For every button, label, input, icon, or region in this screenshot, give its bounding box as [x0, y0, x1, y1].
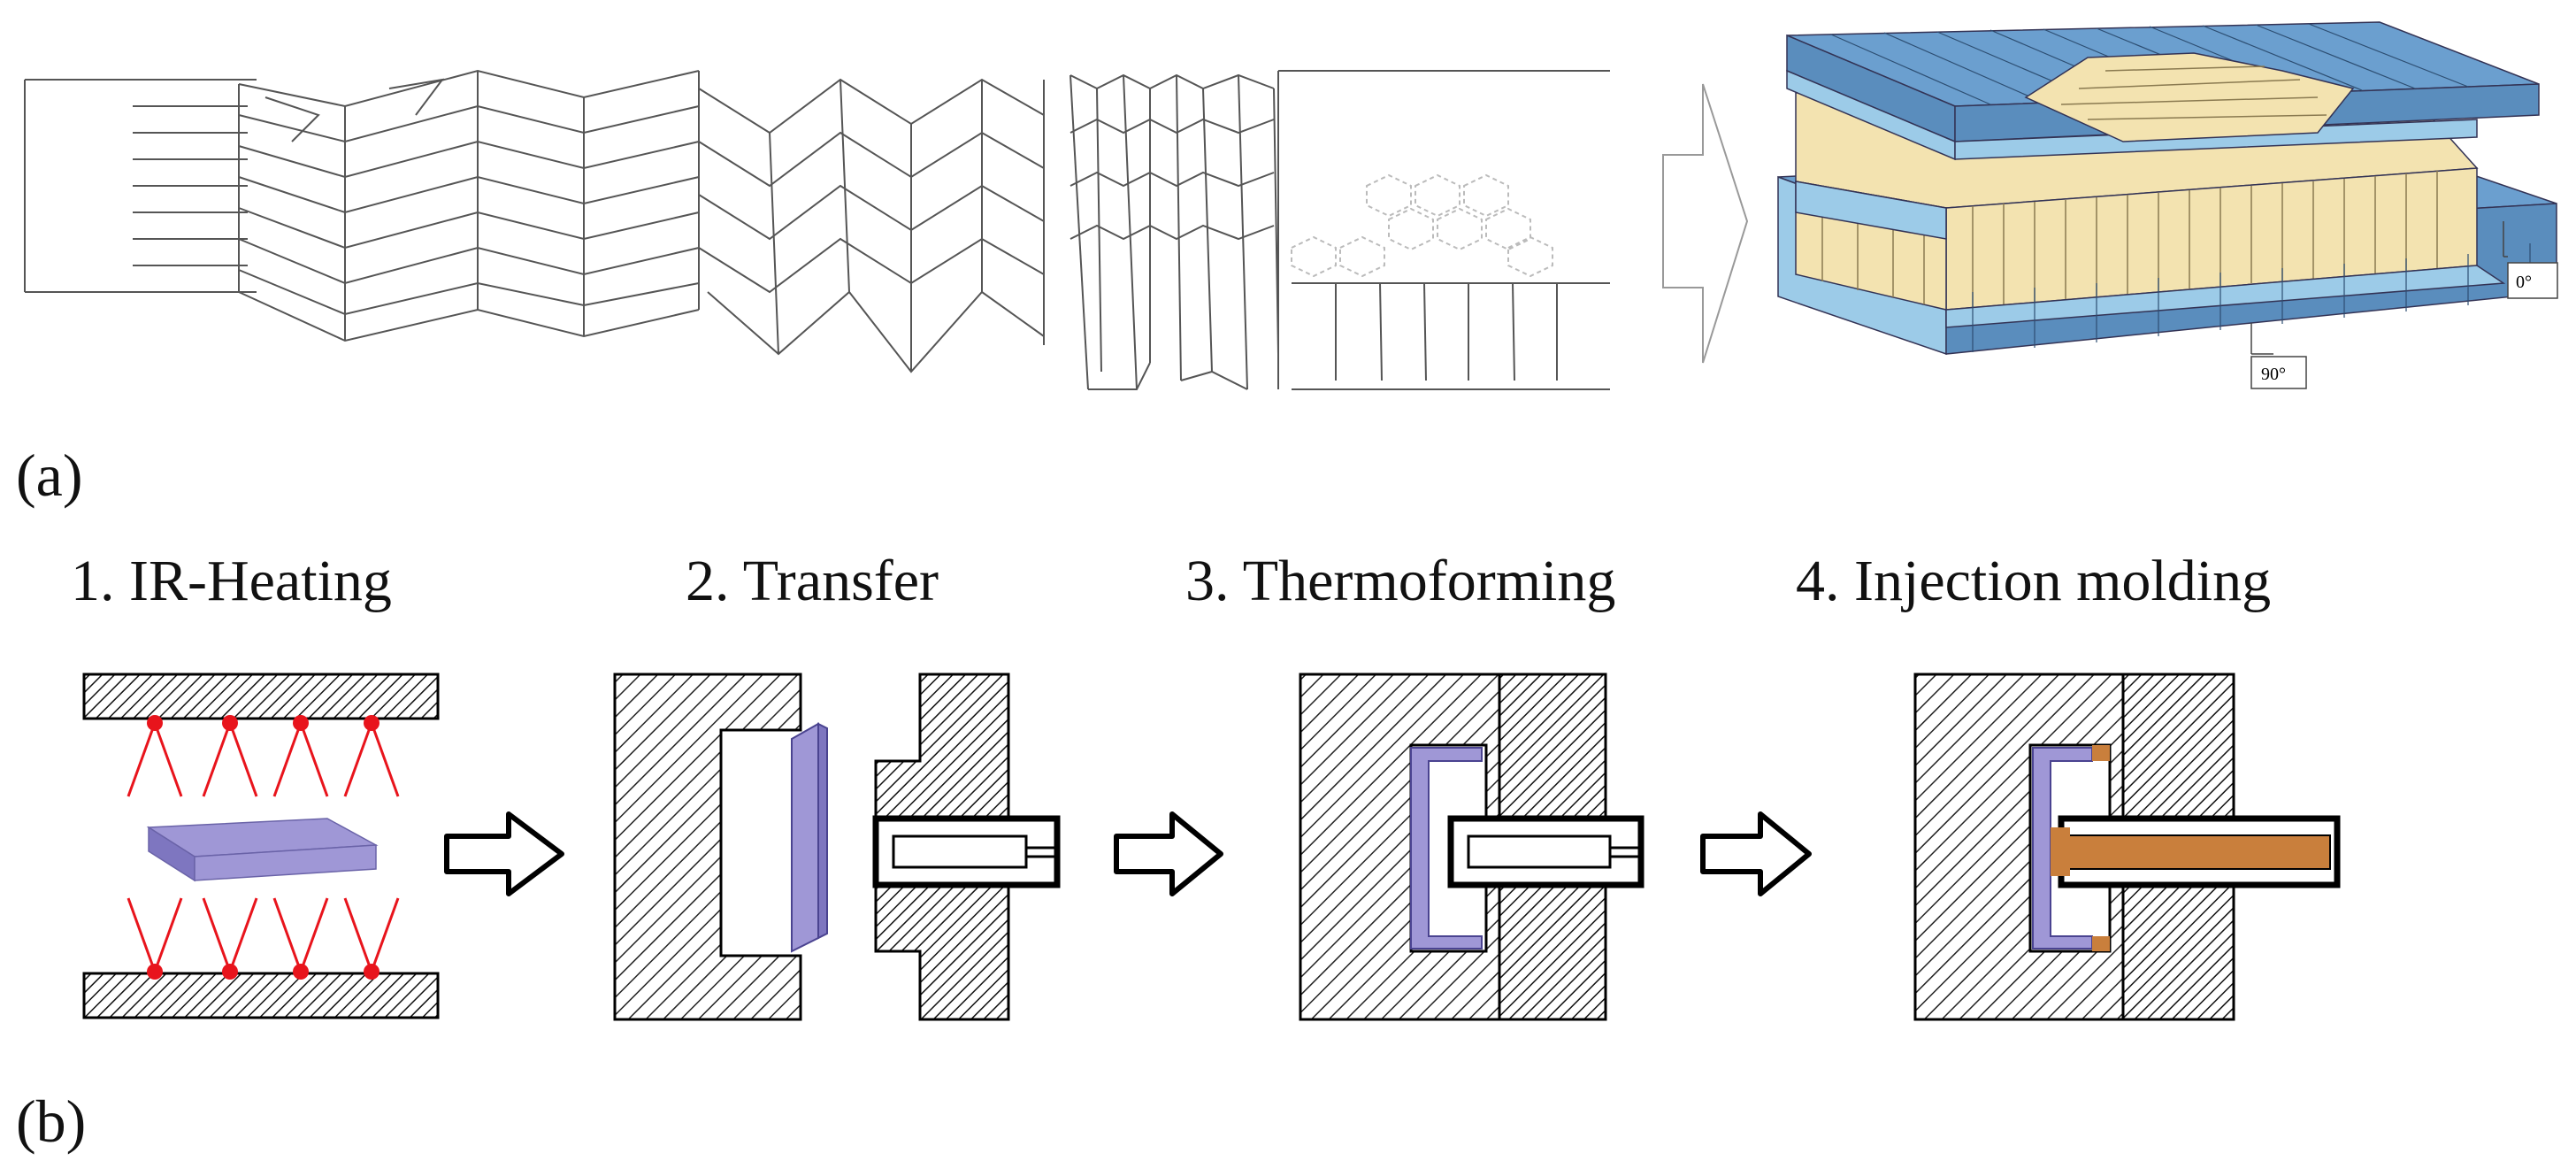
folding-process-diagram — [24, 69, 1610, 390]
injection-nozzle-3 — [1447, 815, 1644, 888]
melt-bottom — [2092, 936, 2110, 951]
ir-emitter-dots-top — [147, 715, 380, 731]
bottom-skin-planks — [1972, 243, 2531, 352]
upper-heater-plate — [82, 673, 440, 720]
lower-heater-plate — [82, 972, 440, 1019]
formed-foil — [1410, 747, 1483, 950]
step-2-transfer — [613, 673, 1061, 1021]
step-2-label: 2. Transfer — [686, 549, 939, 613]
bottom-skin-inner-left — [1795, 181, 1947, 240]
melt-channel — [2067, 834, 2331, 870]
bottom-skin-inner-front — [1945, 265, 2506, 328]
process-arrow-a — [1662, 83, 1749, 364]
transferred-foil — [791, 722, 819, 953]
process-arrow-3 — [1700, 811, 1812, 896]
injection-nozzle-2 — [872, 815, 1061, 888]
sandwich-panel-3d — [1777, 21, 2557, 356]
melt-top — [2092, 745, 2110, 761]
mold-half-left — [613, 673, 802, 1021]
step-4-injection-molding — [1913, 673, 2341, 1021]
melt-gate — [2051, 827, 2070, 876]
step-4-label: 4. Injection molding — [1796, 549, 2271, 613]
injection-nozzle-4 — [2051, 815, 2341, 888]
step-1-label: 1. IR-Heating — [71, 549, 392, 613]
ir-emitters-top — [126, 722, 400, 797]
angle-label-90-text: 90° — [2261, 365, 2286, 384]
angle-label-0-text: 0° — [2516, 273, 2532, 292]
cutout-core-lines — [2060, 65, 2327, 120]
heated-foil — [146, 818, 379, 882]
ir-emitters-bottom — [126, 897, 400, 973]
step-3-thermoforming — [1299, 673, 1644, 1021]
folded-sheets-stage-1 — [238, 69, 700, 342]
flat-sheet-stack — [24, 79, 257, 293]
angle-label-0: 0° — [2503, 221, 2558, 299]
step-3-label: 3. Thermoforming — [1185, 549, 1615, 613]
process-arrow-2 — [1114, 811, 1223, 896]
folded-sheets-stage-2 — [698, 78, 1045, 373]
ir-emitter-dots-bottom — [147, 964, 380, 980]
panel-label-b: (b) — [16, 1088, 86, 1155]
process-arrow-1 — [444, 811, 564, 896]
step-1-ir-heating — [82, 673, 440, 1019]
panel-label-a: (a) — [16, 442, 82, 509]
folded-sheets-stage-3 — [1070, 73, 1279, 390]
angle-label-90: 90° — [2250, 323, 2307, 389]
honeycomb-block — [1277, 70, 1610, 390]
